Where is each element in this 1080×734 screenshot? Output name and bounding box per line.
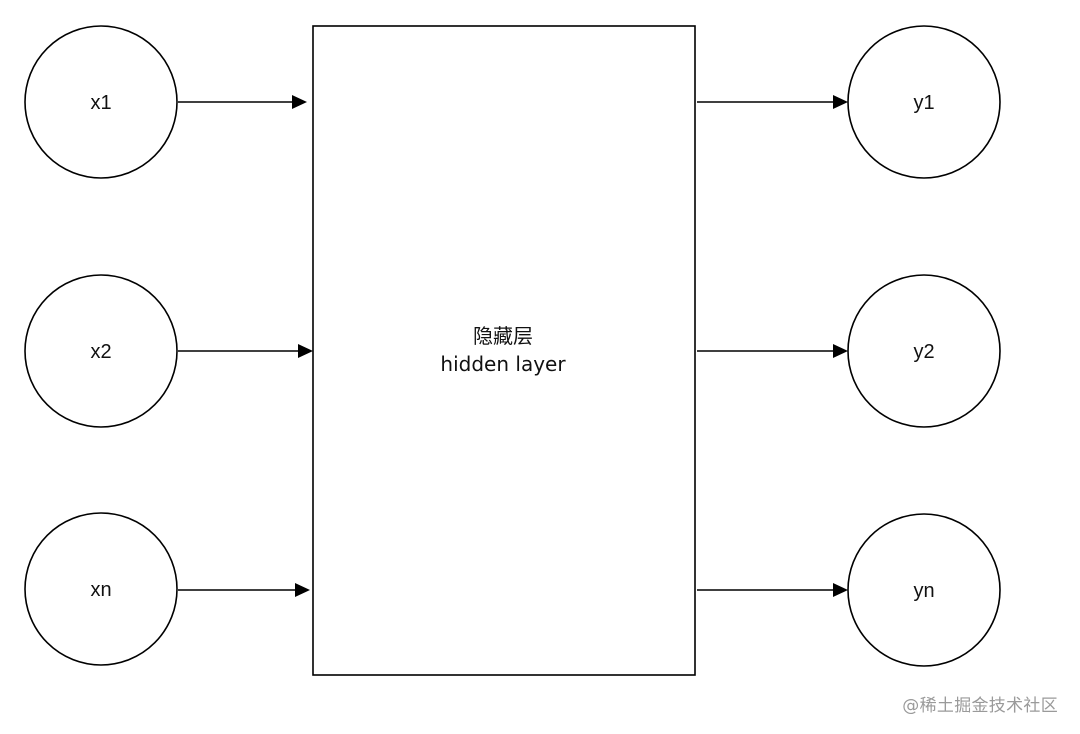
input-node-circle: [24, 25, 178, 179]
edge-x2-to-hidden: [178, 344, 313, 358]
arrowhead-icon: [292, 95, 307, 109]
edge-x1-to-hidden: [178, 95, 307, 109]
input-node-label: x2: [90, 341, 111, 363]
edge-hidden-to-y1: [697, 95, 848, 109]
hidden-layer-title-en: hidden layer: [440, 352, 566, 376]
output-node-circle: [847, 25, 1001, 179]
input-node-label: xn: [90, 579, 111, 601]
arrowhead-icon: [833, 95, 848, 109]
input-node-label: x1: [90, 92, 111, 114]
arrowhead-icon: [295, 583, 310, 597]
arrowhead-icon: [298, 344, 313, 358]
output-node-label: yn: [913, 580, 934, 602]
output-node-y2: y2: [847, 274, 1001, 428]
output-node-y1: y1: [847, 25, 1001, 179]
output-node-circle: [847, 513, 1001, 667]
output-node-label: y2: [913, 341, 934, 363]
input-node-circle: [24, 512, 178, 666]
edge-xn-to-hidden: [178, 583, 310, 597]
input-node-circle: [24, 274, 178, 428]
input-node-x2: x2: [24, 274, 178, 428]
output-node-circle: [847, 274, 1001, 428]
input-node-x1: x1: [24, 25, 178, 179]
edge-hidden-to-yn: [697, 583, 848, 597]
hidden-layer-title-cn: 隐藏层: [473, 324, 533, 348]
arrowhead-icon: [833, 583, 848, 597]
hidden-layer-box: 隐藏层 hidden layer: [312, 25, 696, 676]
hidden-layer-rect: [312, 25, 696, 676]
output-node-yn: yn: [847, 513, 1001, 667]
input-node-xn: xn: [24, 512, 178, 666]
watermark: @稀土掘金技术社区: [902, 696, 1058, 716]
arrowhead-icon: [833, 344, 848, 358]
output-node-label: y1: [913, 92, 934, 114]
edge-hidden-to-y2: [697, 344, 848, 358]
